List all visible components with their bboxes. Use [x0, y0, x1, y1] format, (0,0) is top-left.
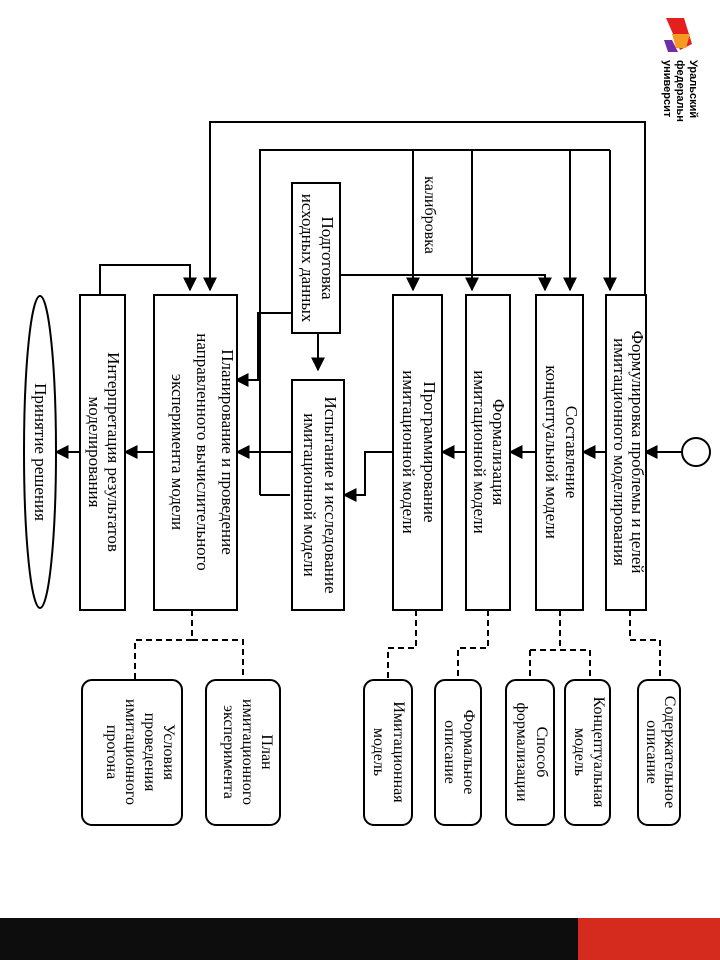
output-formal-description-line-2: описание [441, 720, 458, 784]
output-simulation-model-line-2: модель [370, 728, 387, 776]
calibration-label: калибровка [421, 176, 438, 254]
stage-interpretation-line-2: моделирования [85, 397, 104, 508]
stage-testing-box [291, 379, 345, 611]
stage-programming-box [392, 294, 443, 611]
stage-problem-box [605, 294, 647, 611]
output-conceptual-model-box [564, 679, 611, 826]
stage-planning-box [153, 294, 238, 611]
output-run-conditions-box [81, 679, 183, 826]
stage-testing-line-1: Испытание и исследование [321, 396, 340, 593]
output-formal-description-box [434, 679, 482, 826]
output-formal-description-line-1: Формальное [460, 710, 477, 795]
output-experiment-plan-line-2: имитационного [239, 699, 256, 805]
decision-label: Принятие решения [31, 383, 50, 521]
output-run-conditions-line-3: имитационного [122, 699, 139, 805]
output-conceptual-model-line-2: модель [571, 728, 588, 776]
stage-programming-line-2: имитационной модели [399, 370, 418, 533]
output-content-description-line-1: Содержательное [661, 696, 678, 808]
stage-formalization-box [465, 294, 511, 611]
output-simulation-model-line-1: Имитационная [390, 701, 407, 803]
logo-line-2: федеральн [674, 60, 686, 122]
logo-line-3: университ [661, 60, 673, 118]
output-content-description-line-2: описание [643, 720, 660, 784]
stage-planning-line-1: Планирование и проведение [218, 349, 237, 554]
output-experiment-plan-line-1: План [258, 734, 275, 770]
stage-interpretation-box [79, 294, 126, 611]
output-experiment-plan-box [205, 679, 281, 826]
stage-conceptual-line-2: концептуальной модели [542, 365, 561, 539]
stage-planning-line-2: направленного вычислительного [193, 333, 212, 570]
output-conceptual-model-line-1: Концептуальная [590, 697, 607, 808]
stage-data-prep-line-2: исходных данных [298, 194, 317, 323]
stage-data-prep-box [291, 182, 341, 334]
output-run-conditions-line-2: проведения [141, 713, 158, 792]
output-run-conditions-line-4: прогона [103, 725, 120, 779]
start-circle [681, 437, 711, 467]
stage-programming-line-1: Программирование [420, 382, 439, 523]
output-content-description-box [637, 679, 681, 826]
output-simulation-model-box [363, 679, 413, 826]
output-formalization-method-line-2: формализации [513, 702, 530, 801]
stage-problem-line-2: имитационного моделирования [610, 338, 629, 566]
output-run-conditions-line-1: Условия [160, 724, 177, 781]
decision-ellipse [23, 295, 57, 609]
stage-conceptual-line-1: Составление [562, 406, 581, 499]
stage-formalization-line-2: имитационной модели [470, 370, 489, 533]
stage-planning-line-3: эксперимента модели [168, 374, 187, 530]
stage-formalization-line-1: Формализация [489, 399, 508, 506]
output-formalization-method-box [505, 679, 555, 826]
university-logo: Уральский федеральн университ [661, 18, 699, 122]
footer-bar-black [0, 918, 578, 960]
logo-line-1: Уральский [687, 60, 699, 118]
output-experiment-plan-line-3: эксперимента [220, 705, 237, 799]
stage-problem-line-1: Формулировка проблемы и целей [628, 331, 647, 574]
output-formalization-method-line-1: Способ [533, 727, 550, 778]
stage-interpretation-line-1: Интерпретация результатов [104, 352, 123, 552]
stage-data-prep-line-1: Подготовка [318, 216, 337, 299]
stage-testing-line-2: имитационной модели [300, 413, 319, 576]
footer-bar-red [578, 918, 720, 960]
